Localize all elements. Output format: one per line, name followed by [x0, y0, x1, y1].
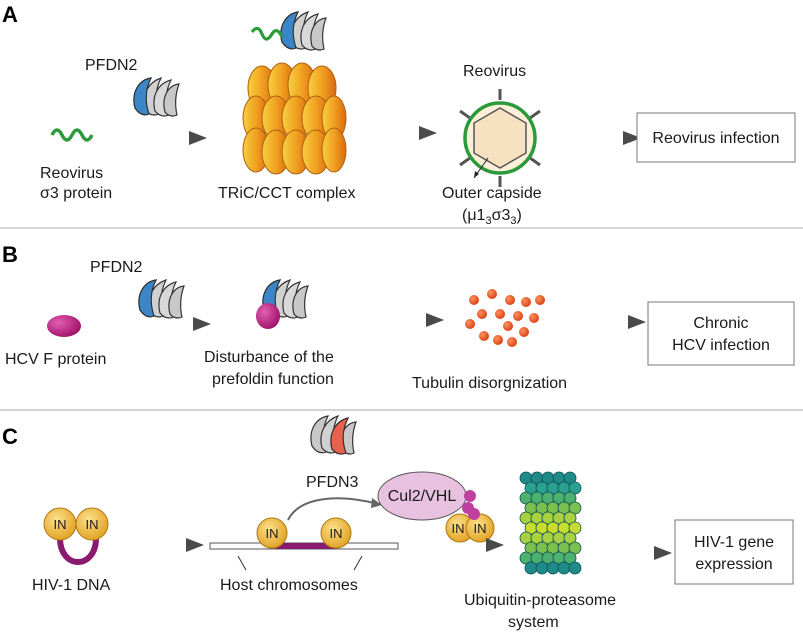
chronic-hcv-box: [647, 301, 795, 366]
hiv-expression-line2: expression: [695, 556, 772, 573]
hiv-expression-line1: HIV-1 gene: [694, 534, 774, 551]
proteasome-bead: [568, 521, 582, 535]
arrow-c3: [598, 546, 672, 560]
reovirus-particle-icon: [459, 89, 541, 187]
reovirus-protein-line1: Reovirus: [40, 165, 103, 182]
capside-label-line1: Outer capside: [442, 185, 542, 202]
proteasome-bead: [563, 491, 577, 505]
hiv-gene-expression-box: [674, 519, 794, 585]
in-label: IN: [330, 526, 343, 541]
host-chromosomes-label: Host chromosomes: [220, 577, 358, 594]
chronic-hcv-line2: HCV infection: [672, 337, 770, 354]
pfdn3-arrow: [287, 497, 379, 521]
tric-cct-complex-icon: [242, 62, 347, 175]
tubulin-label: Tubulin disorgnization: [412, 375, 567, 392]
proteasome-bead: [546, 561, 560, 575]
proteasome-bead: [535, 561, 549, 575]
in-label: IN: [54, 517, 67, 532]
reovirus-protein-line2: σ3 protein: [40, 185, 112, 202]
prefoldin-complex-icon: [280, 11, 327, 51]
panel-a: A PFDN2 Reovirus σ3 protein: [2, 2, 796, 227]
panel-c-letter: C: [2, 424, 18, 449]
cul2-vhl-label: Cul2/VHL: [388, 488, 457, 505]
sigma3-bound-icon: [250, 26, 284, 41]
proteasome-bead: [563, 511, 577, 525]
arrow-c1: [130, 538, 204, 552]
ubiquitin-icon: [468, 508, 480, 520]
reovirus-sigma3-protein-icon: [50, 128, 94, 142]
pfdn3-label: PFDN3: [306, 474, 359, 491]
arrow-b2: [370, 313, 444, 327]
panel-a-letter: A: [2, 2, 18, 27]
ubiquitin-icon: [464, 490, 476, 502]
panel-b-letter: B: [2, 242, 18, 267]
proteasome-bead: [568, 561, 582, 575]
arrow-a2: [363, 126, 437, 140]
arrow-a1: [133, 131, 207, 145]
in-label: IN: [474, 521, 487, 536]
pfdn2-label-a: PFDN2: [85, 57, 138, 74]
proteasome-bead: [557, 561, 571, 575]
prefoldin-icon: [133, 77, 180, 117]
proteasome-icon: [519, 471, 582, 575]
integrase-icon: [256, 517, 288, 549]
ups-line2: system: [508, 614, 559, 631]
hcv-f-protein-icon: [47, 315, 81, 337]
tric-cct-label: TRiC/CCT complex: [218, 185, 356, 202]
hiv-dna-loop-icon: [57, 537, 99, 565]
reovirus-label: Reovirus: [463, 63, 526, 80]
proteasome-bead: [524, 561, 538, 575]
arrow-b3: [572, 315, 646, 329]
disturbance-line2: prefoldin function: [212, 371, 334, 388]
chronic-hcv-line1: Chronic: [693, 315, 748, 332]
hcv-bound-icon: [256, 303, 280, 329]
in-label: IN: [86, 517, 99, 532]
proteasome-bead: [563, 531, 577, 545]
in-label: IN: [452, 521, 465, 536]
panel-b: B PFDN2 HCV F protein Disturbance of the…: [2, 242, 795, 392]
pfdn2-label-b: PFDN2: [90, 259, 143, 276]
arrow-b1: [137, 317, 211, 331]
panel-c: C IN IN HIV-1 DNA IN IN Host chromosomes…: [2, 415, 794, 631]
hiv-dna-label: HIV-1 DNA: [32, 577, 111, 594]
prefoldin3-icon: [310, 415, 357, 455]
prefoldin-icon-b: [138, 279, 185, 319]
hcv-f-protein-label: HCV F protein: [5, 351, 106, 368]
ups-line1: Ubiquitin-proteasome: [464, 592, 616, 609]
capside-label-line2: (μ13σ33): [462, 207, 522, 227]
proteasome-bead: [568, 481, 582, 495]
tubulin-dots-icon: [465, 289, 545, 347]
proteasome-bead: [563, 551, 577, 565]
proteasome-bead: [568, 501, 582, 515]
reovirus-infection-label: Reovirus infection: [652, 130, 779, 147]
arrow-a3: [567, 131, 641, 145]
disturbance-line1: Disturbance of the: [204, 349, 334, 366]
proteasome-bead: [568, 541, 582, 555]
in-label: IN: [266, 526, 279, 541]
integrase-icon: [320, 517, 352, 549]
integrated-dna-icon: [275, 543, 335, 549]
integrase-icon: [75, 507, 109, 541]
reovirus-infection-box: [636, 112, 796, 163]
proteasome-bead: [563, 471, 577, 485]
